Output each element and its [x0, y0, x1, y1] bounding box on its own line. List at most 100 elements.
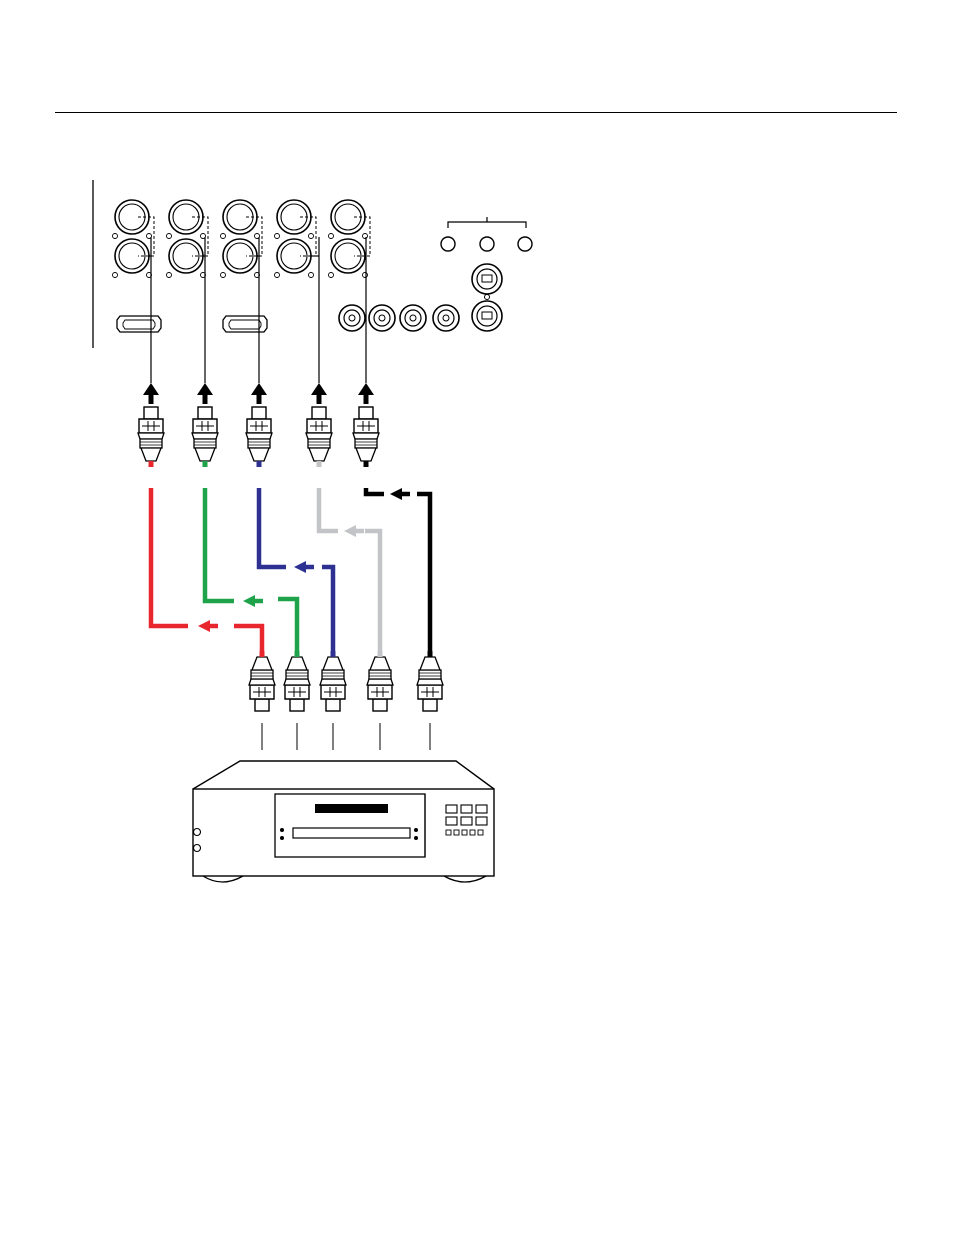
bnc-lock-dot [275, 273, 280, 278]
up-arrow-shaft [203, 394, 208, 404]
bnc-jack-bottom [113, 239, 152, 278]
bnc-jack-column [113, 200, 155, 278]
connector-blue [320, 651, 346, 750]
plug-ring [417, 679, 443, 685]
plug-body [369, 670, 391, 679]
plug-ring [306, 433, 332, 439]
connector-black [353, 237, 379, 467]
plug-ring [353, 433, 379, 439]
device-foot [444, 876, 486, 882]
up-arrow-icon [251, 383, 267, 395]
bnc-lock-dot [309, 234, 314, 239]
plug-color-band [260, 651, 265, 657]
up-arrow-icon [143, 383, 159, 395]
connector-green [284, 651, 310, 750]
flow-arrow-icon [198, 620, 210, 632]
display-window [315, 804, 388, 813]
connector-red [138, 237, 164, 467]
up-arrow-shaft [149, 394, 154, 404]
bnc-plug [246, 407, 272, 467]
plug-body [308, 439, 330, 448]
cable-segment [322, 567, 333, 655]
svideo-port [472, 301, 502, 331]
device-foot [203, 876, 243, 882]
plug-tip [255, 699, 269, 711]
cables [151, 488, 430, 655]
plug-tip [423, 699, 437, 711]
plug-color-band [149, 461, 154, 467]
hdmi-port [223, 316, 267, 332]
bnc-jack-top [329, 200, 368, 239]
plug-ring [367, 679, 393, 685]
bnc-plug [249, 651, 275, 711]
bnc-jack-column [167, 200, 209, 278]
plug-boot [249, 448, 269, 461]
bnc-jack-bottom [221, 239, 260, 278]
rca-jack [433, 305, 459, 331]
plug-color-band [364, 461, 369, 467]
bnc-lock-dot [167, 234, 172, 239]
tray-indicator [414, 836, 418, 840]
cable-segment [365, 531, 380, 655]
plug-body [286, 670, 308, 679]
bnc-lock-dot [221, 234, 226, 239]
plug-color-band [331, 651, 336, 657]
plug-color-band [257, 461, 262, 467]
svideo-port [472, 264, 502, 294]
cable-segment [151, 488, 188, 626]
source-side-connectors [249, 651, 443, 750]
plug-boot [309, 448, 329, 461]
bnc-lock-dot [329, 273, 334, 278]
plug-tip [198, 407, 212, 419]
plug-body [355, 439, 377, 448]
plug-boot [323, 657, 343, 670]
hdmi-port [117, 316, 161, 332]
plug-color-band [428, 651, 433, 657]
plug-ring [320, 679, 346, 685]
bnc-jack-bottom [275, 239, 314, 278]
up-arrow-shaft [317, 394, 322, 404]
connector-gray [367, 651, 393, 750]
bnc-lock-dot [113, 234, 118, 239]
plug-tip [290, 699, 304, 711]
plug-ring [284, 679, 310, 685]
plug-boot [356, 448, 376, 461]
flow-arrow-icon [390, 488, 402, 500]
plug-tip [326, 699, 340, 711]
plug-ring [249, 679, 275, 685]
cable-segment [205, 488, 234, 601]
tray-indicator [280, 828, 284, 832]
cable-green [205, 488, 297, 655]
flow-arrow-icon [344, 525, 356, 537]
plug-boot [420, 657, 440, 670]
bnc-plug [353, 407, 379, 467]
projector-input-panel [93, 180, 532, 348]
up-arrow-shaft [257, 394, 262, 404]
device-top [193, 761, 494, 789]
bnc-lock-dot [275, 234, 280, 239]
plug-ring [246, 433, 272, 439]
tray-indicator [414, 828, 418, 832]
mini-jack [441, 237, 455, 251]
bnc-plug [192, 407, 218, 467]
up-arrow-shaft [364, 394, 369, 404]
bnc-lock-dot [363, 273, 368, 278]
bnc-plug [417, 651, 443, 711]
plug-tip [144, 407, 158, 419]
bnc-plug [306, 407, 332, 467]
mini-jack [518, 237, 532, 251]
bnc-lock-dot [167, 273, 172, 278]
plug-body [194, 439, 216, 448]
cable-segment [259, 488, 286, 567]
plug-tip [252, 407, 266, 419]
rca-input-jacks [339, 305, 459, 331]
plug-boot [370, 657, 390, 670]
bnc-plug [320, 651, 346, 711]
bnc-plug [138, 407, 164, 467]
bnc-plug [284, 651, 310, 711]
bnc-jack-top [275, 200, 314, 239]
plug-ring [192, 433, 218, 439]
bnc-lock-dot [309, 273, 314, 278]
